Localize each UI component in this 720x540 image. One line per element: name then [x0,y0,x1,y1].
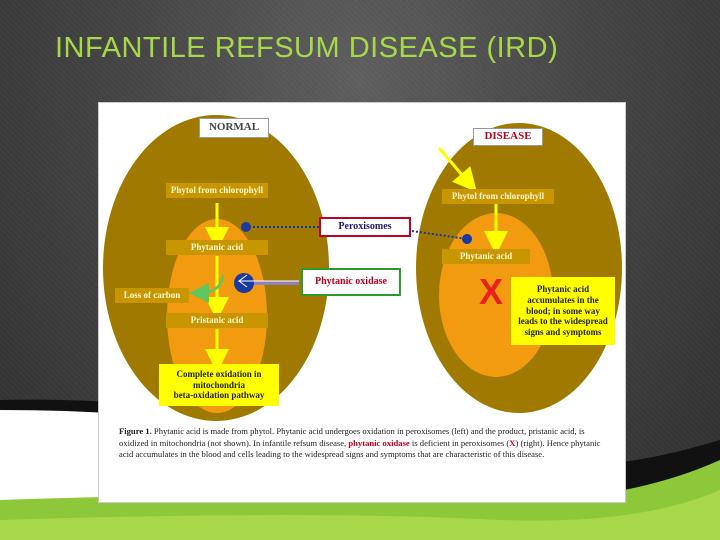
normal-pristanic-box: Pristanic acid [166,313,268,328]
peroxisome-pointer-right [411,230,472,244]
note-line-5: signs and symptoms [524,327,602,338]
caption-part-3: is deficient in peroxisomes ( [409,437,510,448]
note-line-1: Phytanic acid [536,284,590,294]
loss-of-carbon-box: Loss of carbon [115,288,189,303]
oxidation-line-1: Complete oxidation in [176,368,262,379]
oxidation-box: Complete oxidation in mitochondria beta-… [159,364,279,406]
caption-part-1: Phytanic acid is made from phytol. Phyta… [119,426,585,448]
normal-phytol-box: Phytol from chlorophyll [166,183,268,198]
refsum-figure: NORMAL DISEASE Phytol from chlorophyll P… [98,102,626,503]
slide-title: INFANTILE REFSUM DISEASE (IRD) [55,32,559,64]
deficiency-x-mark: X [479,271,504,312]
disease-phytol-box: Phytol from chlorophyll [442,189,554,204]
oxidation-line-2: mitochondria [192,379,245,390]
phytanic-oxidase-box: Phytanic oxidase [301,268,401,296]
normal-label: NORMAL [199,118,269,138]
caption-part-2: , [344,437,349,448]
disease-label: DISEASE [473,128,543,146]
caption-ird: infantile refsum disease [262,437,345,448]
accumulation-note-box: Phytanic acid accumulates in the blood; … [511,277,615,345]
oxidation-line-3: beta-oxidation pathway [173,390,265,401]
caption-part-4: ) (right). Hence phytanic acid accumulat… [119,437,601,460]
caption-x: X [509,437,516,448]
figure-caption: Figure 1. Phytanic acid is made from phy… [119,426,609,461]
note-line-2: accumulates in the [527,294,599,305]
normal-phytanic-box: Phytanic acid [166,240,268,255]
arrow-disease-entry [437,147,477,193]
note-line-3: blood; in some way [526,305,600,316]
loss-of-carbon-arrow [189,274,225,303]
caption-fig-label: Figure 1. [119,426,152,436]
peroxisomes-box: Peroxisomes [319,217,411,237]
note-line-4: leads to the widespread [518,316,608,327]
caption-oxidase: phytanic oxidase [348,437,410,448]
disease-phytanic-box: Phytanic acid [442,249,530,264]
